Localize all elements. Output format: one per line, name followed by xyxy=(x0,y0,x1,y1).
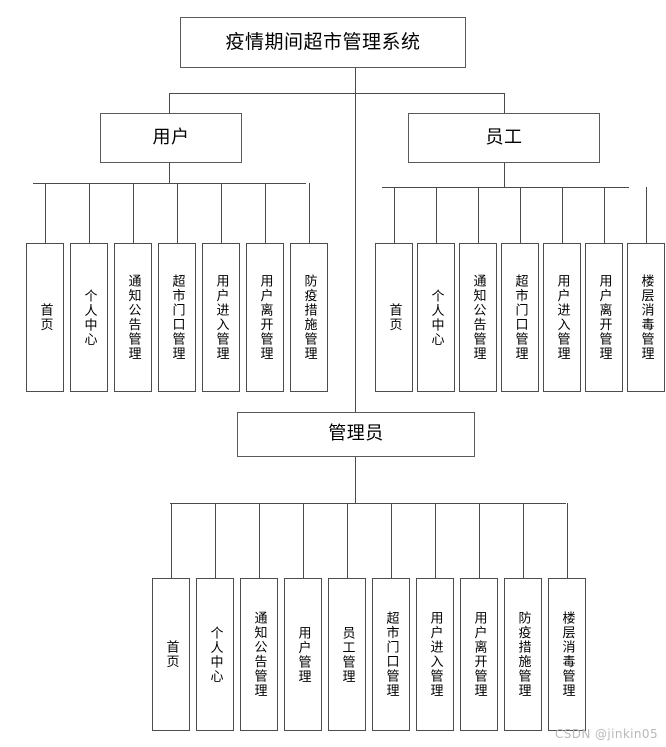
branch-node-user[interactable]: 用户 xyxy=(100,113,242,163)
leaf-node-user-3[interactable]: 超市门口管理 xyxy=(158,243,196,392)
connector-admin-bus xyxy=(170,503,566,504)
branch-node-employee[interactable]: 员工 xyxy=(408,113,600,163)
connector-employee-leaf-3 xyxy=(520,187,521,243)
leaf-node-employee-3[interactable]: 超市门口管理 xyxy=(501,243,539,392)
leaf-node-label: 通知公告管理 xyxy=(125,274,141,361)
connector-user-leaf-2 xyxy=(133,183,134,243)
connector-admin-leaf-2 xyxy=(259,503,260,578)
leaf-node-employee-6[interactable]: 楼层消毒管理 xyxy=(627,243,665,392)
connector-admin-leaf-6 xyxy=(435,503,436,578)
leaf-node-label: 用户进入管理 xyxy=(427,611,443,698)
connector-user-leaf-6 xyxy=(309,183,310,243)
leaf-node-admin-1[interactable]: 个人中心 xyxy=(196,578,234,731)
leaf-node-employee-4[interactable]: 用户进入管理 xyxy=(543,243,581,392)
leaf-node-admin-7[interactable]: 用户离开管理 xyxy=(460,578,498,731)
leaf-node-label: 超市门口管理 xyxy=(169,274,185,361)
connector-admin-leaf-4 xyxy=(347,503,348,578)
connector-employee-leaf-5 xyxy=(604,187,605,243)
leaf-node-label: 员工管理 xyxy=(339,625,355,684)
connector-admin-leaf-5 xyxy=(391,503,392,578)
leaf-node-label: 首页 xyxy=(386,303,402,332)
connector-admin-leaf-7 xyxy=(479,503,480,578)
leaf-node-admin-9[interactable]: 楼层消毒管理 xyxy=(548,578,586,731)
root-node-label: 疫情期间超市管理系统 xyxy=(225,30,421,53)
connector-user-leaf-5 xyxy=(265,183,266,243)
leaf-node-label: 首页 xyxy=(163,640,179,669)
branch-node-admin[interactable]: 管理员 xyxy=(237,412,475,457)
leaf-node-admin-3[interactable]: 用户管理 xyxy=(284,578,322,731)
leaf-node-label: 防疫措施管理 xyxy=(515,611,531,698)
connector-to-employee xyxy=(504,93,505,113)
leaf-node-admin-6[interactable]: 用户进入管理 xyxy=(416,578,454,731)
leaf-node-employee-1[interactable]: 个人中心 xyxy=(417,243,455,392)
leaf-node-label: 个人中心 xyxy=(207,625,223,684)
branch-node-admin-label: 管理员 xyxy=(328,423,384,445)
leaf-node-label: 个人中心 xyxy=(428,288,444,347)
leaf-node-employee-0[interactable]: 首页 xyxy=(375,243,413,392)
leaf-node-admin-0[interactable]: 首页 xyxy=(152,578,190,731)
leaf-node-label: 个人中心 xyxy=(81,288,97,347)
leaf-node-label: 通知公告管理 xyxy=(470,274,486,361)
connector-user-leaf-3 xyxy=(177,183,178,243)
leaf-node-label: 用户离开管理 xyxy=(471,611,487,698)
root-node[interactable]: 疫情期间超市管理系统 xyxy=(180,17,466,68)
leaf-node-user-4[interactable]: 用户进入管理 xyxy=(202,243,240,392)
connector-user-leaf-1 xyxy=(89,183,90,243)
leaf-node-label: 用户管理 xyxy=(295,625,311,684)
watermark-text: CSDN @jinkin05 xyxy=(554,727,658,741)
connector-employee-bus xyxy=(382,187,629,188)
connector-level2-bus xyxy=(169,93,505,94)
leaf-node-user-1[interactable]: 个人中心 xyxy=(70,243,108,392)
leaf-node-label: 用户进入管理 xyxy=(554,274,570,361)
leaf-node-user-0[interactable]: 首页 xyxy=(26,243,64,392)
leaf-node-label: 超市门口管理 xyxy=(383,611,399,698)
leaf-node-admin-8[interactable]: 防疫措施管理 xyxy=(504,578,542,731)
connector-user-bus xyxy=(33,183,306,184)
connector-employee-stem xyxy=(504,163,505,187)
leaf-node-label: 超市门口管理 xyxy=(512,274,528,361)
leaf-node-label: 楼层消毒管理 xyxy=(638,274,654,361)
connector-employee-leaf-1 xyxy=(436,187,437,243)
connector-employee-leaf-6 xyxy=(646,187,647,243)
connector-employee-leaf-4 xyxy=(562,187,563,243)
connector-user-stem xyxy=(169,163,170,183)
leaf-node-label: 用户离开管理 xyxy=(257,274,273,361)
leaf-node-user-5[interactable]: 用户离开管理 xyxy=(246,243,284,392)
leaf-node-employee-5[interactable]: 用户离开管理 xyxy=(585,243,623,392)
leaf-node-label: 通知公告管理 xyxy=(251,611,267,698)
connector-user-leaf-0 xyxy=(45,183,46,243)
leaf-node-admin-5[interactable]: 超市门口管理 xyxy=(372,578,410,731)
connector-admin-leaf-9 xyxy=(567,503,568,578)
leaf-node-label: 首页 xyxy=(37,303,53,332)
leaf-node-user-2[interactable]: 通知公告管理 xyxy=(114,243,152,392)
leaf-node-label: 用户离开管理 xyxy=(596,274,612,361)
connector-admin-stem xyxy=(355,457,356,503)
connector-employee-leaf-0 xyxy=(394,187,395,243)
connector-admin-leaf-1 xyxy=(215,503,216,578)
connector-admin-leaf-3 xyxy=(303,503,304,578)
leaf-node-label: 楼层消毒管理 xyxy=(559,611,575,698)
leaf-node-label: 用户进入管理 xyxy=(213,274,229,361)
leaf-node-label: 防疫措施管理 xyxy=(301,274,317,361)
connector-employee-leaf-2 xyxy=(478,187,479,243)
leaf-node-employee-2[interactable]: 通知公告管理 xyxy=(459,243,497,392)
branch-node-user-label: 用户 xyxy=(152,126,190,148)
connector-root-trunk xyxy=(355,68,356,94)
leaf-node-admin-4[interactable]: 员工管理 xyxy=(328,578,366,731)
connector-admin-leaf-8 xyxy=(523,503,524,578)
leaf-node-user-6[interactable]: 防疫措施管理 xyxy=(290,243,328,392)
branch-node-employee-label: 员工 xyxy=(485,126,523,148)
connector-admin-leaf-0 xyxy=(171,503,172,578)
connector-to-admin-trunk xyxy=(355,93,356,412)
connector-to-user xyxy=(169,93,170,113)
connector-user-leaf-4 xyxy=(221,183,222,243)
leaf-node-admin-2[interactable]: 通知公告管理 xyxy=(240,578,278,731)
